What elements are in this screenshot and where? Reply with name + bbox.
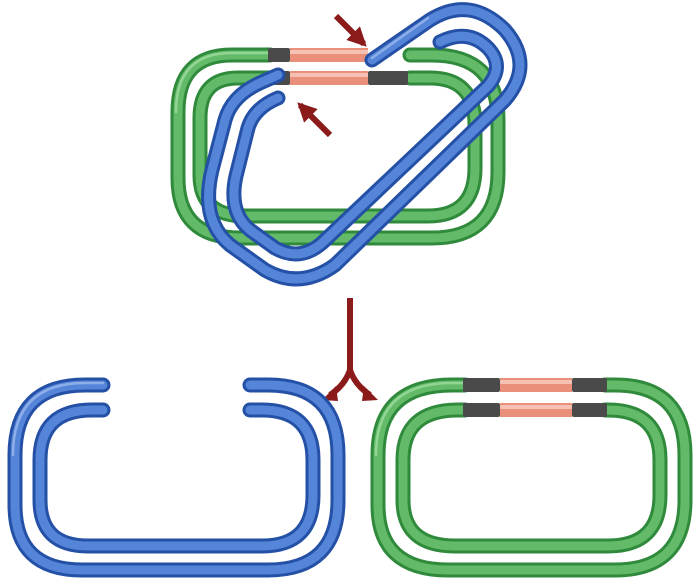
insert-segment-bottom	[463, 378, 607, 417]
green-recombinant-plasmid	[376, 378, 685, 570]
blue-vector-open	[13, 383, 338, 570]
split-arrow-icon	[322, 298, 378, 401]
arrow-icon	[300, 105, 330, 135]
arrow-icon	[336, 16, 364, 44]
top-complex	[176, 10, 520, 279]
